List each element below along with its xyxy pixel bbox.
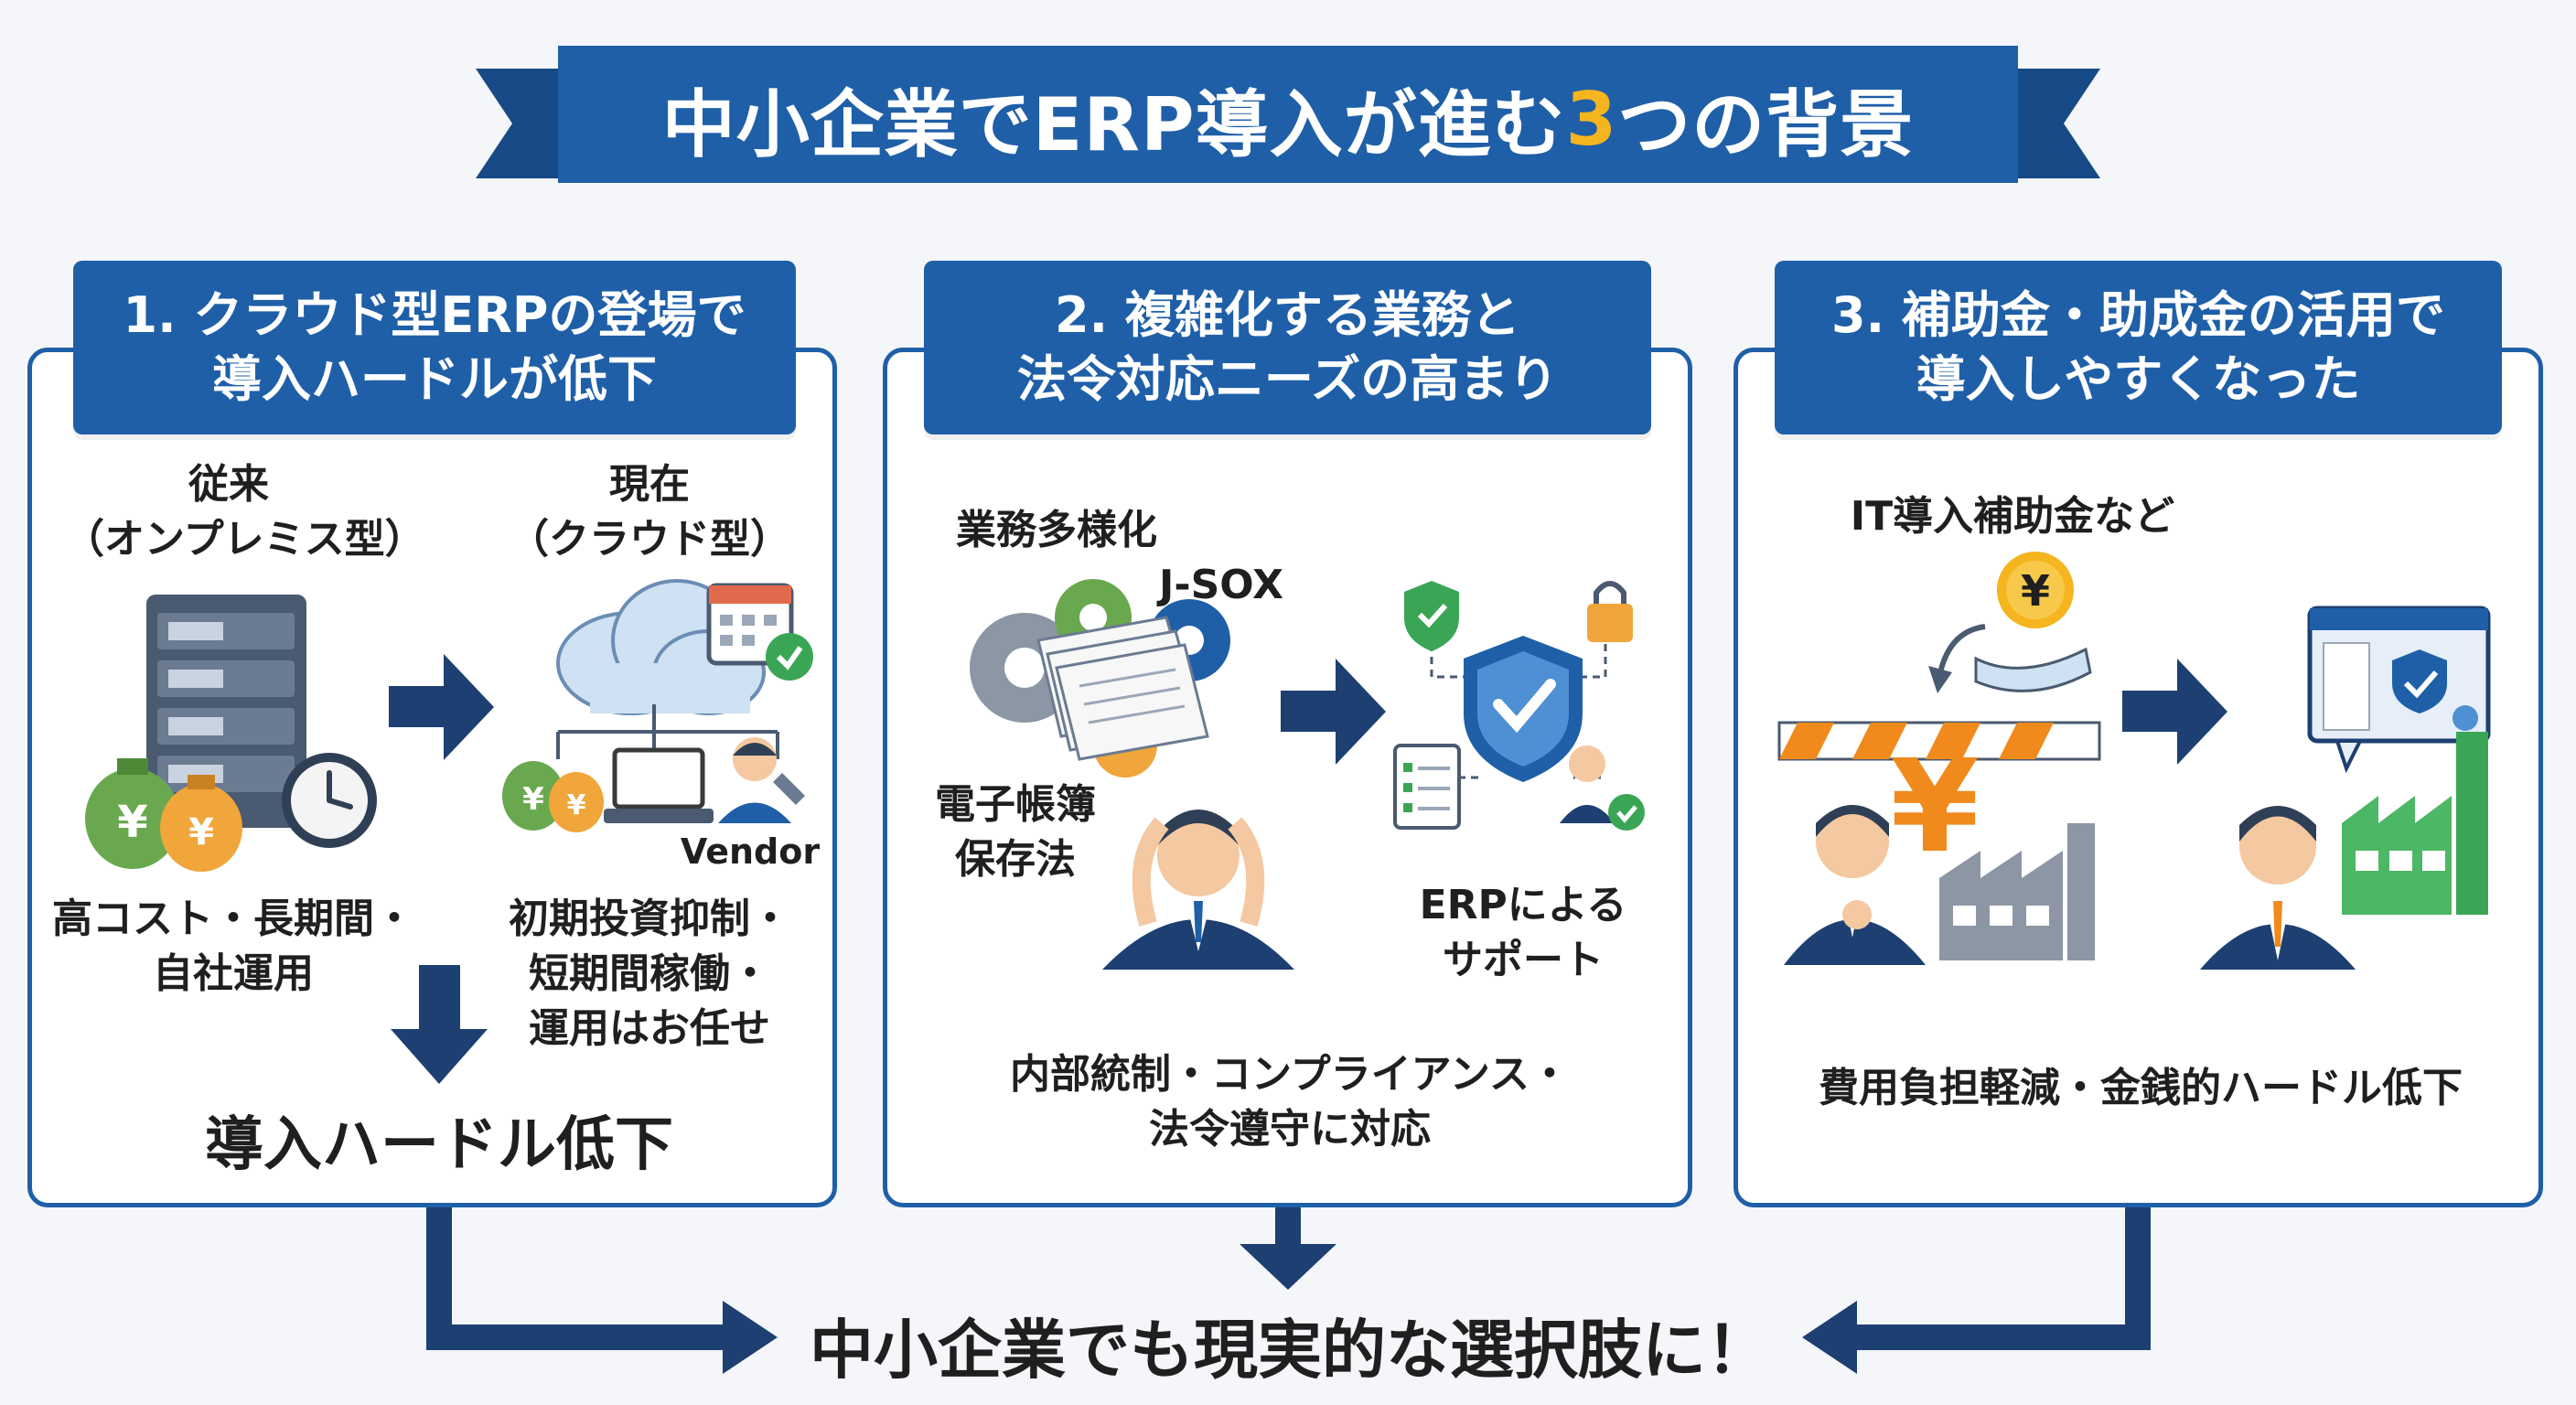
panel-subsidy bbox=[1733, 348, 2543, 1207]
server-icon bbox=[146, 595, 306, 828]
factory-gray-icon bbox=[1939, 823, 2095, 960]
stressed-person-icon bbox=[1102, 810, 1294, 970]
panel-3-heading: 3. 補助金・助成金の活用で 導入しやすくなった bbox=[1775, 261, 2502, 434]
money-bag-icon: ¥ ¥ bbox=[85, 758, 242, 872]
dashboard-screen-icon bbox=[2307, 606, 2491, 774]
svg-text:¥: ¥ bbox=[522, 781, 544, 818]
panel-2-caption: 内部統制・コンプライアンス・法令遵守に対応 bbox=[1009, 1051, 1571, 1153]
svg-text:¥: ¥ bbox=[188, 811, 214, 853]
panel-2-heading: 2. 複雑化する業務と 法令対応ニーズの高まり bbox=[924, 261, 1651, 434]
panel-3-caption: 費用負担軽減・金銭的ハードル低下 bbox=[1819, 1065, 2463, 1111]
clock-icon bbox=[282, 753, 377, 848]
laptop-icon bbox=[604, 747, 714, 823]
cloud-money-bag-icon: ¥ ¥ bbox=[502, 761, 604, 832]
panel-1-result: 導入ハードル低下 bbox=[205, 1111, 673, 1179]
connection-lines bbox=[556, 704, 779, 759]
svg-text:¥: ¥ bbox=[1890, 733, 1979, 882]
svg-text:¥: ¥ bbox=[2021, 566, 2050, 616]
arrow-down-icon bbox=[391, 965, 488, 1084]
label-erp-support: ERPによるサポート bbox=[1419, 882, 1627, 983]
legacy-title: 従来（オンプレミス型） bbox=[64, 461, 425, 563]
calendar-check-icon bbox=[706, 583, 813, 681]
label-ebook: 電子帳簿保存法 bbox=[935, 781, 1096, 883]
title-banner bbox=[476, 46, 2100, 183]
thinking-person-icon bbox=[1784, 805, 1926, 965]
svg-text:¥: ¥ bbox=[117, 797, 147, 848]
arrow-right-icon bbox=[1281, 659, 1386, 765]
barrier-gate-icon: ¥ bbox=[1777, 721, 2101, 882]
panel-1-heading: 1. クラウド型ERPの登場で 導入ハードルが低下 bbox=[73, 261, 796, 434]
vendor-icon bbox=[718, 737, 805, 823]
title-tail: つの背景 bbox=[1617, 82, 1915, 167]
cloud-title: 現在（クラウド型） bbox=[509, 461, 790, 563]
vendor-label: Vendor bbox=[680, 831, 821, 872]
arrow-right-icon bbox=[389, 654, 494, 760]
label-subsidy: IT導入補助金など bbox=[1850, 493, 2175, 540]
svg-text:¥: ¥ bbox=[567, 789, 586, 821]
factory-green-icon bbox=[2342, 732, 2488, 915]
title-number: 3 bbox=[1565, 76, 1618, 162]
legacy-caption: 高コスト・長期間・自社運用 bbox=[52, 896, 414, 997]
subsidy-hand-coin-icon: ¥ bbox=[1928, 552, 2092, 693]
gears-documents-icon bbox=[970, 579, 1230, 778]
shield-network-icon bbox=[1393, 581, 1645, 831]
arrow-right-icon bbox=[2122, 659, 2227, 765]
businessman-icon bbox=[2200, 806, 2356, 970]
label-diversify: 業務多様化 bbox=[956, 507, 1157, 553]
cloud-caption: 初期投資抑制・短期間稼働・運用はお任せ bbox=[509, 896, 790, 1052]
conclusion-text: 中小企業でも現実的な選択肢に！ bbox=[810, 1313, 1770, 1388]
title-main: 中小企業でERP導入が進む bbox=[661, 82, 1566, 167]
